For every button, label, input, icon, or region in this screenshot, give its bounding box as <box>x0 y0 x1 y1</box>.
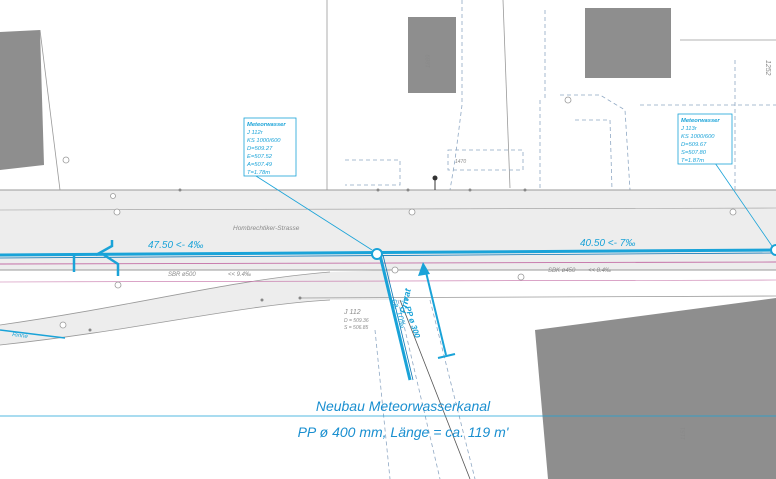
shaft-j112-s: S = 506.85 <box>344 325 369 331</box>
privat-arrow-head-top <box>418 262 430 276</box>
callout-right-text: Meteorwasser J 113r KS 1000/600 D=509.67… <box>680 118 721 164</box>
building-1151 <box>535 298 776 479</box>
street-name: Hombrechtiker-Strasse <box>233 225 300 232</box>
existing-sewer-line <box>0 261 776 265</box>
building-top-left <box>0 30 44 170</box>
side-road-edge-lower <box>0 299 331 346</box>
manholes <box>59 96 737 329</box>
callout-right-box <box>677 113 733 165</box>
edge-points <box>88 188 527 332</box>
new-pipe-main <box>0 248 776 257</box>
manhole-j112r <box>371 248 383 260</box>
building-1151-label: 1151 <box>681 427 687 440</box>
rinne-label: Rinne <box>12 332 29 340</box>
road-edge-lower <box>299 295 776 299</box>
privat-arrow-end <box>437 353 456 359</box>
title-line-1: Neubau Meteorwasserkanal <box>316 398 491 414</box>
callout-left-leader <box>255 175 373 251</box>
building-1869 <box>408 17 456 93</box>
parcel-lines-top <box>39 0 776 191</box>
manhole-j113r <box>770 244 776 256</box>
rinne-line <box>0 329 66 339</box>
left-segment-label: 47.50 <- 4‰ <box>148 240 203 251</box>
building-1470-label: 1470 <box>455 159 466 165</box>
tree-icon <box>432 175 438 181</box>
sbr-right-label: SBK ø450 <box>548 268 576 274</box>
shaft-j112-label: J 112 <box>343 309 361 316</box>
building-1252-label: 1252 <box>764 60 771 76</box>
callout-left-box <box>243 117 297 177</box>
side-road <box>0 270 390 345</box>
new-pipe-main-edge <box>0 252 776 259</box>
title-line-2: PP ø 400 mm, Länge = ca. 119 m' <box>298 424 510 440</box>
existing-sewer-line-2 <box>0 279 776 283</box>
sbr-left-label: SBR ø500 <box>168 272 196 278</box>
building-top-right <box>585 8 671 78</box>
left-connections <box>72 240 120 276</box>
callout-right-leader <box>714 162 773 247</box>
building-1869-label: 1869 <box>426 54 432 68</box>
slope-left-label: << 9.4‰ <box>228 272 251 278</box>
road-surface <box>0 190 776 270</box>
branch-pipe <box>378 254 412 381</box>
right-segment-label: 40.50 <- 7‰ <box>580 238 635 249</box>
side-road-edge <box>0 271 331 326</box>
dashed-lines-top <box>345 0 776 191</box>
callout-left-text: Meteorwasser J 112r KS 1000/600 D=509.27… <box>246 122 287 176</box>
branch-pipe-edge <box>382 254 414 381</box>
shaft-j112-d: D = 509.36 <box>344 318 369 324</box>
road-edge-sidewalk <box>0 207 776 211</box>
slope-right-label: << 8.4‰ <box>588 268 611 274</box>
branch-boundary <box>399 299 471 479</box>
privat-arrow-shaft <box>424 267 447 356</box>
dashed-lines-bottom <box>374 299 476 479</box>
